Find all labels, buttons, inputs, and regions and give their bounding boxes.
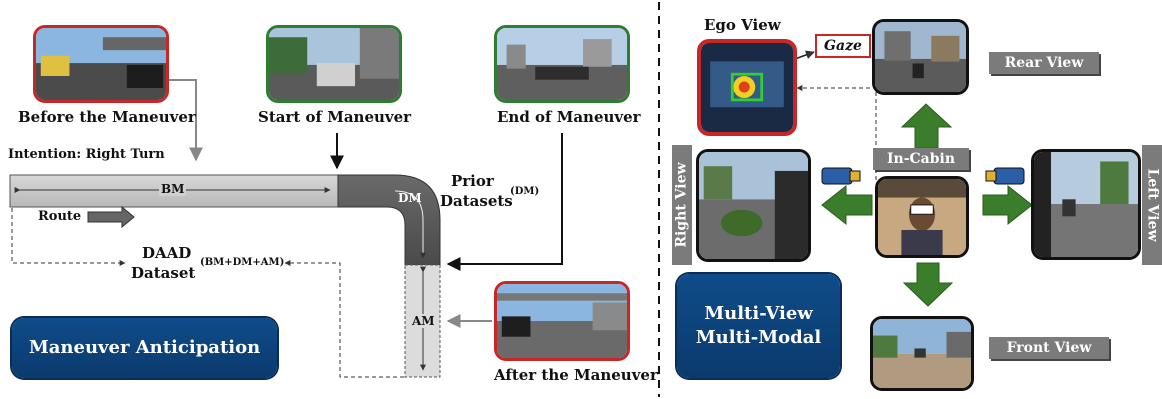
daad-sup: (BM+DM+AM): [200, 257, 285, 268]
intention-label: Intention: Right Turn: [8, 147, 165, 162]
left-diagram-graphics: [9, 79, 563, 378]
bm-label: BM: [159, 182, 187, 196]
after-maneuver-image: [494, 281, 630, 361]
after-maneuver-label: After the Maneuver: [494, 366, 658, 384]
ego-view-image: [697, 39, 797, 136]
left-view-image: [1031, 149, 1141, 260]
am-label: AM: [412, 314, 435, 328]
end-maneuver-image: [494, 25, 630, 103]
start-maneuver-image: [266, 25, 402, 103]
in-cabin-tag: In-Cabin: [873, 148, 969, 170]
ego-view-label: Ego View: [704, 16, 781, 34]
prior-label: Prior: [451, 172, 494, 190]
daad-dataset-label: Dataset: [131, 264, 196, 282]
rear-view-tag: Rear View: [989, 52, 1099, 74]
start-maneuver-label: Start of Maneuver: [258, 108, 412, 126]
multi-view-multi-modal-box: Multi-View Multi-Modal: [677, 274, 840, 378]
multi-modal-text: Multi-Modal: [695, 327, 822, 348]
maneuver-anticipation-box: Maneuver Anticipation: [12, 318, 277, 378]
front-view-image: [870, 316, 974, 391]
right-view-image: [696, 149, 811, 262]
daad-label: DAAD: [142, 244, 192, 262]
before-maneuver-image: [33, 25, 169, 103]
end-maneuver-label: End of Maneuver: [497, 108, 641, 126]
multi-view-text: Multi-View: [704, 303, 813, 324]
in-cabin-image: [875, 176, 969, 258]
gaze-tag: Gaze: [815, 34, 871, 58]
panel-divider: [658, 2, 660, 397]
dm-label: DM: [398, 191, 422, 205]
front-view-tag: Front View: [989, 337, 1109, 359]
left-view-tag: Left View: [1142, 145, 1162, 265]
rear-view-image: [872, 19, 969, 95]
before-maneuver-label: Before the Maneuver: [18, 108, 196, 126]
camera-icon-right: [985, 167, 1025, 185]
right-view-tag: Right View: [672, 145, 692, 265]
prior-sup: (DM): [510, 186, 540, 197]
route-label: Route: [38, 209, 82, 224]
camera-icon-left: [821, 167, 861, 185]
datasets-label: Datasets: [440, 192, 513, 210]
